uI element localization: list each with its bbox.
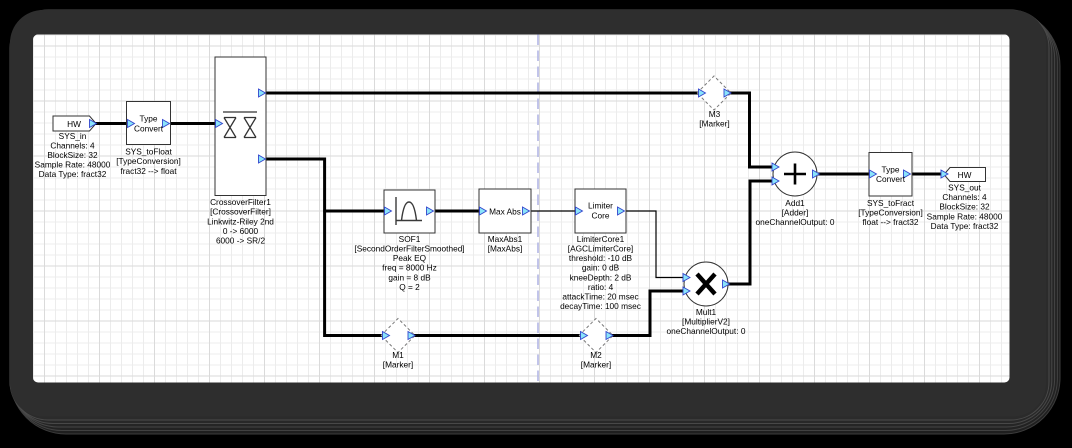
svg-text:Add1: Add1: [785, 198, 805, 208]
svg-text:M3: M3: [709, 109, 721, 119]
svg-text:float --> fract32: float --> fract32: [862, 217, 918, 227]
svg-text:M2: M2: [590, 350, 602, 360]
svg-text:[Marker]: [Marker]: [383, 360, 413, 370]
svg-text:Data Type: fract32: Data Type: fract32: [931, 221, 999, 231]
svg-text:Convert: Convert: [876, 174, 906, 184]
svg-text:ratio: 4: ratio: 4: [588, 282, 614, 292]
svg-text:[CrossoverFilter]: [CrossoverFilter]: [210, 207, 271, 217]
svg-text:CrossoverFilter1: CrossoverFilter1: [210, 197, 271, 207]
svg-text:attackTime: 20 msec: attackTime: 20 msec: [562, 292, 638, 302]
svg-text:M1: M1: [392, 350, 404, 360]
svg-text:BlockSize: 32: BlockSize: 32: [939, 202, 990, 212]
svg-text:SYS_toFract: SYS_toFract: [867, 198, 915, 208]
svg-text:[Marker]: [Marker]: [581, 360, 611, 370]
svg-text:gain: 0 dB: gain: 0 dB: [582, 263, 620, 273]
svg-text:Core: Core: [592, 211, 610, 221]
svg-text:Q = 2: Q = 2: [399, 282, 420, 292]
svg-text:[Marker]: [Marker]: [699, 119, 729, 129]
svg-text:Peak EQ: Peak EQ: [393, 253, 427, 263]
svg-text:Type: Type: [882, 164, 900, 174]
svg-text:BlockSize: 32: BlockSize: 32: [47, 150, 98, 160]
svg-text:[MultiplierV2]: [MultiplierV2]: [682, 316, 730, 326]
svg-text:[SecondOrderFilterSmoothed]: [SecondOrderFilterSmoothed]: [354, 244, 464, 254]
svg-text:Mult1: Mult1: [696, 307, 717, 317]
svg-text:fract32 --> float: fract32 --> float: [120, 166, 177, 176]
svg-text:Data Type: fract32: Data Type: fract32: [39, 169, 107, 179]
svg-text:Limiter: Limiter: [588, 201, 613, 211]
svg-text:MaxAbs1: MaxAbs1: [488, 234, 523, 244]
svg-text:Convert: Convert: [134, 123, 164, 133]
svg-text:oneChannelOutput: 0: oneChannelOutput: 0: [667, 326, 746, 336]
svg-text:6000 -> SR/2: 6000 -> SR/2: [216, 236, 266, 246]
svg-text:SYS_in: SYS_in: [59, 131, 87, 141]
svg-text:[MaxAbs]: [MaxAbs]: [488, 244, 523, 254]
svg-text:kneeDepth: 2 dB: kneeDepth: 2 dB: [570, 272, 632, 282]
svg-text:freq = 8000 Hz: freq = 8000 Hz: [382, 263, 437, 273]
svg-text:SYS_out: SYS_out: [948, 182, 981, 192]
svg-text:Channels: 4: Channels: 4: [942, 192, 987, 202]
svg-text:[AGCLimiterCore]: [AGCLimiterCore]: [568, 244, 633, 254]
svg-text:SYS_toFloat: SYS_toFloat: [125, 147, 172, 157]
svg-text:HW: HW: [958, 170, 972, 180]
svg-text:HW: HW: [67, 119, 81, 129]
svg-text:[TypeConversion]: [TypeConversion]: [116, 156, 181, 166]
svg-text:[Adder]: [Adder]: [782, 207, 809, 217]
svg-text:gain = 8 dB: gain = 8 dB: [388, 272, 431, 282]
svg-text:LimiterCore1: LimiterCore1: [577, 234, 625, 244]
svg-text:Channels: 4: Channels: 4: [50, 140, 95, 150]
svg-text:[TypeConversion]: [TypeConversion]: [858, 207, 923, 217]
svg-text:0 -> 6000: 0 -> 6000: [223, 226, 259, 236]
svg-text:oneChannelOutput: 0: oneChannelOutput: 0: [756, 217, 835, 227]
svg-text:Sample Rate: 48000: Sample Rate: 48000: [927, 211, 1003, 221]
svg-text:Type: Type: [140, 114, 158, 124]
svg-text:threshold: -10 dB: threshold: -10 dB: [569, 253, 633, 263]
svg-text:Max Abs: Max Abs: [489, 207, 521, 217]
svg-text:decayTime: 100 msec: decayTime: 100 msec: [560, 301, 641, 311]
svg-text:Linkwitz-Riley 2nd: Linkwitz-Riley 2nd: [207, 216, 274, 226]
svg-text:SOF1: SOF1: [399, 234, 421, 244]
svg-text:Sample Rate: 48000: Sample Rate: 48000: [35, 160, 111, 170]
